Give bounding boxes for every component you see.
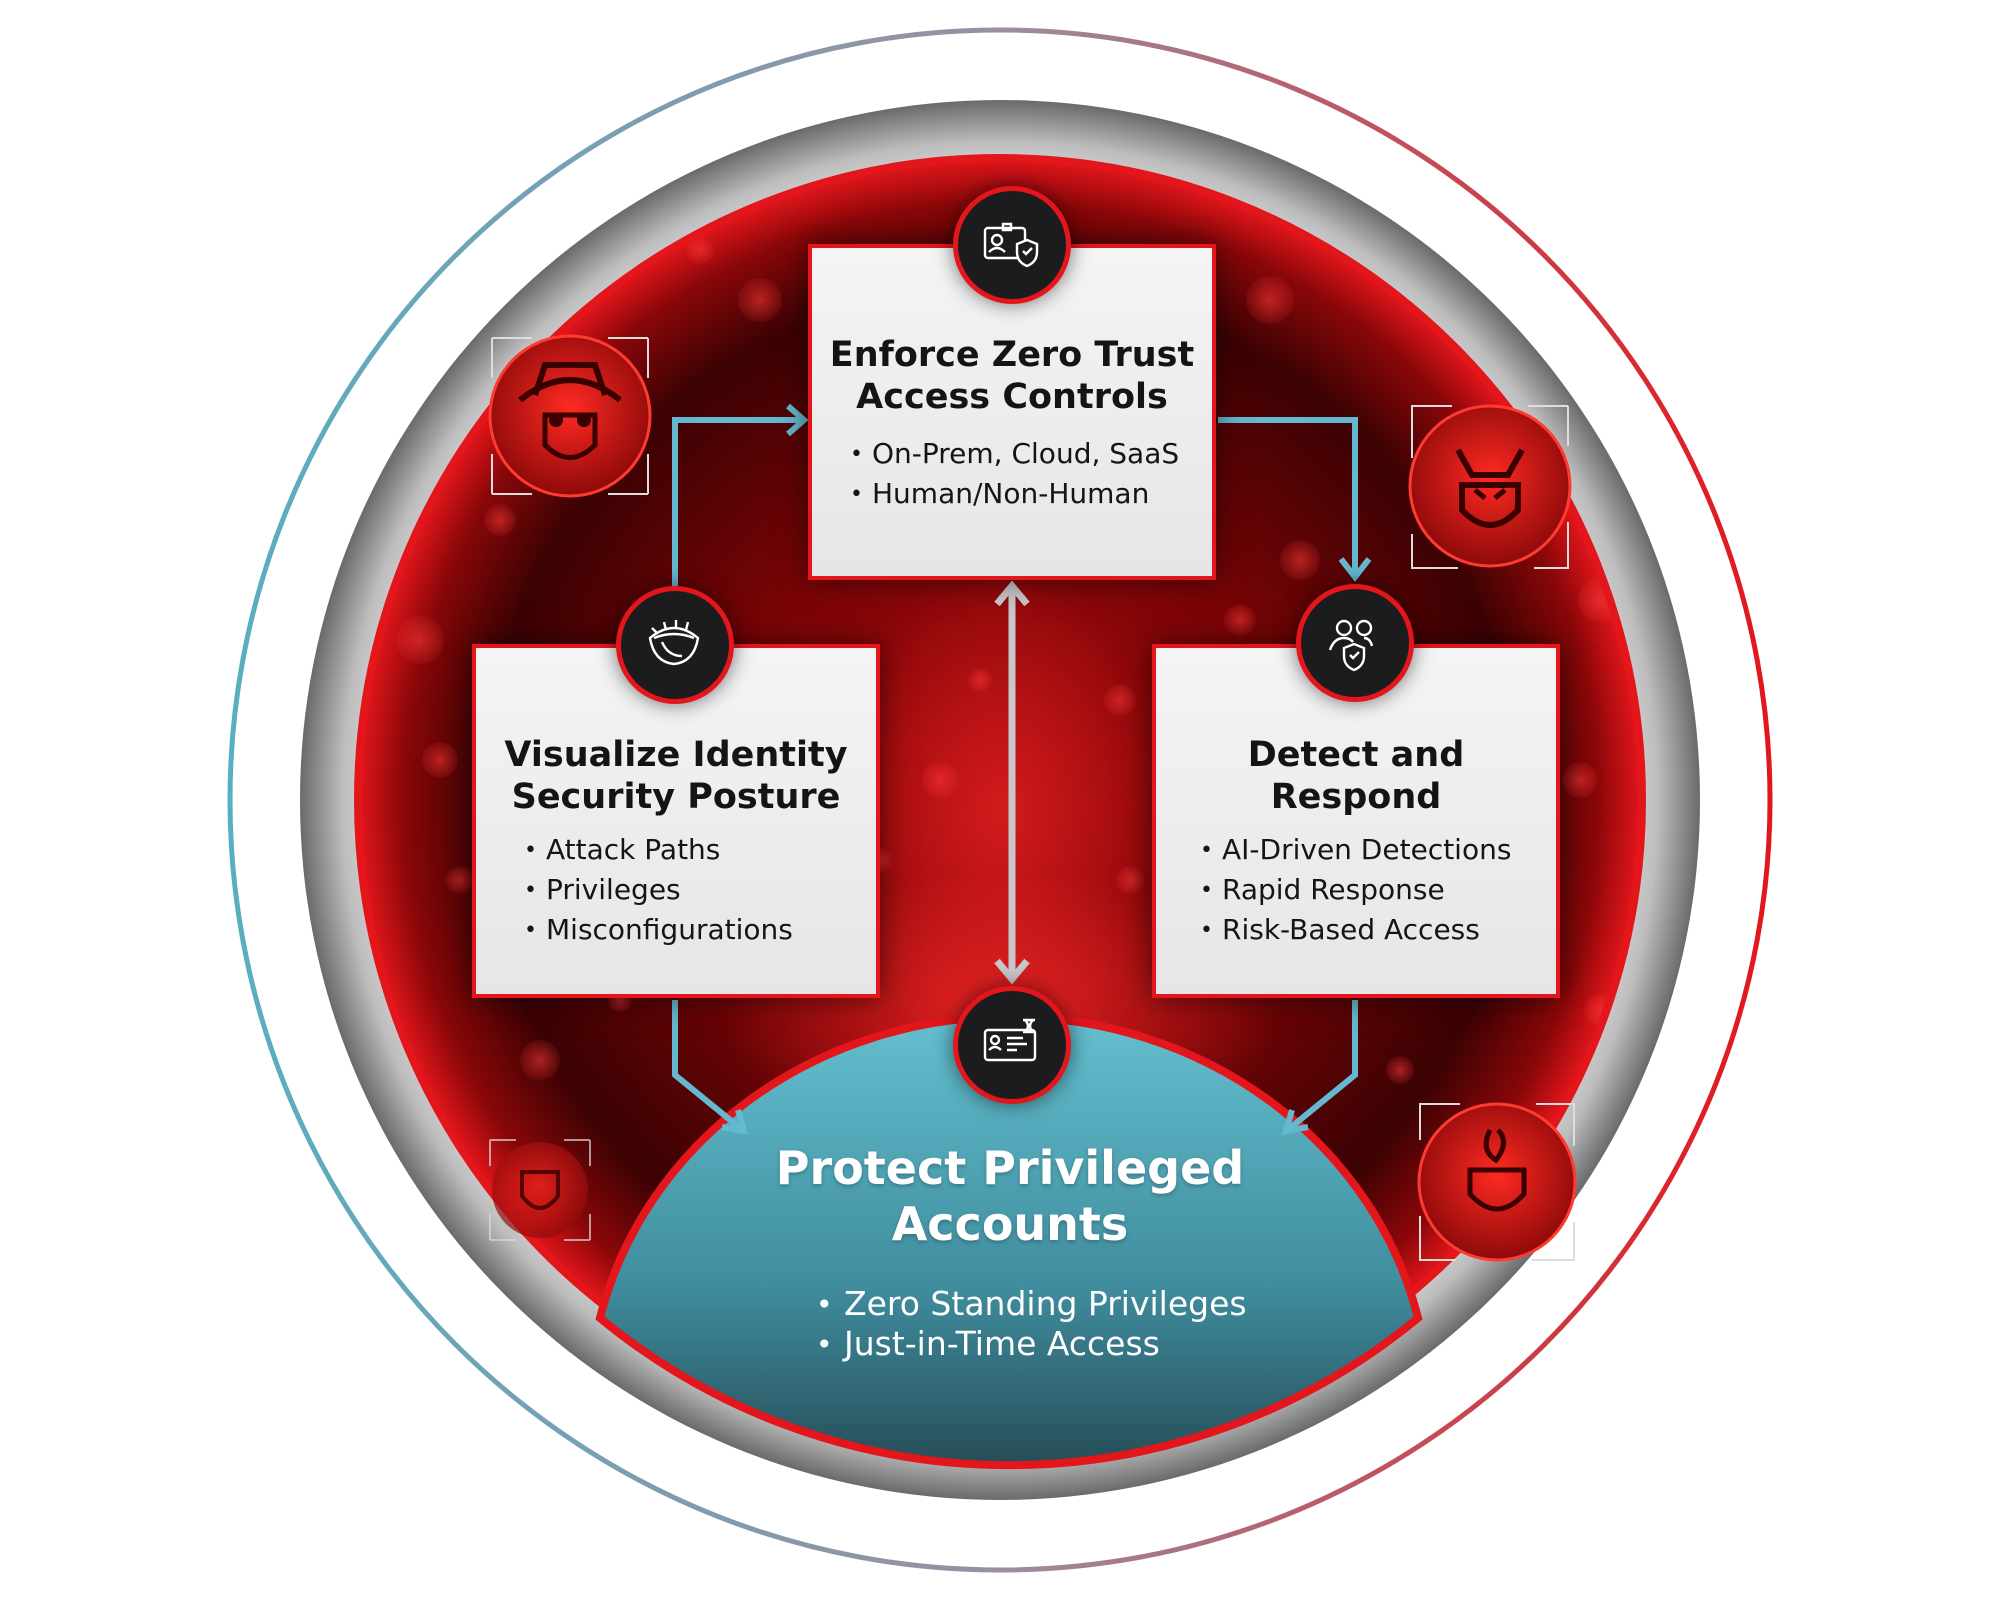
eye-scan-icon (616, 586, 734, 704)
protect-bullet-list: •Zero Standing Privileges •Just-in-Time … (816, 1284, 1247, 1364)
outer-ring (227, 27, 1773, 1573)
list-item: •Privileges (524, 873, 681, 906)
users-shield-icon (1296, 584, 1414, 702)
list-item: •Misconfigurations (524, 913, 793, 946)
list-item: •Zero Standing Privileges (816, 1284, 1247, 1323)
list-item: •Rapid Response (1200, 873, 1445, 906)
card-bullet-list: •AI-Driven Detections •Rapid Response •R… (1200, 830, 1511, 950)
card-detect-respond: Detect and Respond •AI-Driven Detections… (1152, 644, 1560, 998)
protect-title-line-1: Protect Privileged (775, 1141, 1245, 1195)
protect-dome (595, 1012, 1423, 1470)
arrowhead-top-to-right (1338, 557, 1372, 582)
list-item: •AI-Driven Detections (1200, 833, 1512, 866)
card-title-line-1: Enforce Zero Trust (829, 335, 1195, 375)
list-item: •Attack Paths (524, 833, 721, 866)
protect-title-line-2: Accounts (891, 1197, 1129, 1251)
skull-adversary-icon (489, 1139, 591, 1241)
id-card-shield-icon (953, 186, 1071, 304)
list-item: •Just-in-Time Access (816, 1324, 1160, 1363)
card-title-line-2: Access Controls (856, 377, 1168, 417)
card-bullet-list: •On-Prem, Cloud, SaaS •Human/Non-Human (850, 434, 1179, 514)
arrow-left-to-center (672, 1000, 742, 1131)
flame-adversary-icon (1417, 1102, 1577, 1262)
list-item: •On-Prem, Cloud, SaaS (850, 437, 1180, 470)
arrowhead-right-to-center (1281, 1109, 1309, 1135)
protect-title: Protect Privileged Accounts (740, 1140, 1280, 1252)
arrowhead-left-to-center (721, 1109, 749, 1135)
card-title-line-1: Detect and (1247, 735, 1465, 775)
arrow-left-to-top (672, 417, 800, 590)
arrowhead-left-to-top (786, 403, 809, 437)
card-title-line-2: Respond (1270, 777, 1442, 817)
list-item: •Risk-Based Access (1200, 913, 1480, 946)
demon-adversary-icon (1408, 404, 1572, 569)
list-item: •Human/Non-Human (850, 477, 1150, 510)
credential-timer-icon (953, 986, 1071, 1104)
card-bullet-list: •Attack Paths •Privileges •Misconfigurat… (524, 830, 793, 950)
arrow-top-to-right (1218, 417, 1358, 575)
card-title-line-1: Visualize Identity (504, 735, 848, 775)
cowboy-adversary-icon (488, 334, 652, 498)
flow-arrows (672, 403, 1372, 1135)
card-title-line-2: Security Posture (511, 777, 841, 817)
arrow-right-to-center (1288, 1000, 1358, 1131)
bidirectional-arrow (994, 580, 1030, 985)
